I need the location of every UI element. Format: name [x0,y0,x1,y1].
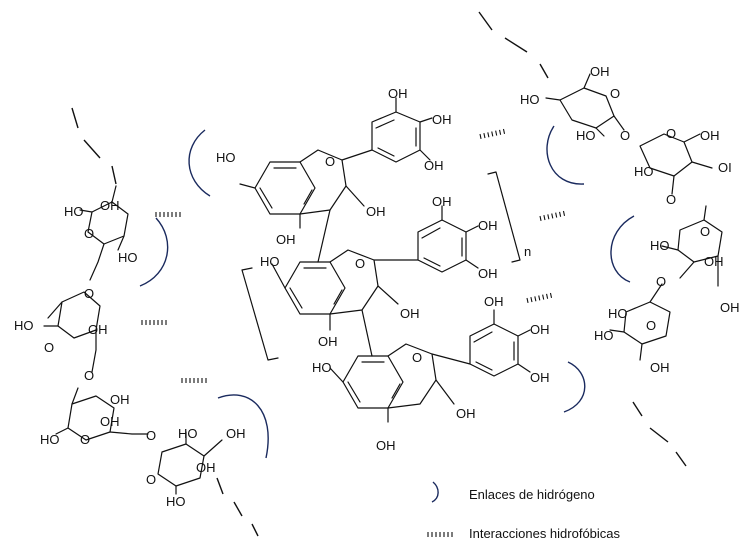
glycosidic-oxygen-label: O [146,428,156,443]
hydrogen-bond-arcs [139,125,635,459]
hydroxyl-label: OH [196,460,216,475]
hydroxyl-label: HO [576,128,596,143]
hydroxyl-label: OH [650,360,670,375]
hydroxyl-label: HO [520,92,540,107]
hydroxyl-label: OH [478,266,498,281]
hydrophobic-mark [479,128,506,140]
hydroxyl-label: OH [100,198,120,213]
hydroxyl-label: OH [88,322,108,337]
hydroxyl-label-clipped: OI [718,160,732,175]
left-polysaccharide-labels: HO OH O HO O HO OH O O OH OH HO O O HO O… [14,198,246,509]
ring-oxygen-label: O [355,256,365,271]
hydroxyl-label: OH [366,204,386,219]
hydrophobic-mark [526,292,553,304]
hydroxyl-label: OH [388,86,408,101]
legend-hydrophobic-symbol [427,532,453,537]
legend: Enlaces de hidrógeno Interacciones hidro… [427,481,621,541]
repeat-brackets: n [241,171,531,361]
hydroxyl-label: HO [40,432,60,447]
hydroxyl-label: OH [704,254,724,269]
glycosidic-oxygen-label: O [84,286,94,301]
hydroxyl-label: OH [484,294,504,309]
hydroxyl-label: OH [400,306,420,321]
hydroxyl-label: HO [608,306,628,321]
ring-oxygen-label: O [610,86,620,101]
legend-hydrogen-bonds-label: Enlaces de hidrógeno [469,487,595,502]
hydrophobic-mark [181,378,207,383]
hydroxyl-label: OH [100,414,120,429]
hydroxyl-label: OH [590,64,610,79]
hydroxyl-label: HO [64,204,84,219]
hydroxyl-label: OH [530,370,550,385]
ring-oxygen-label: O [84,226,94,241]
hydroxyl-label: OH [376,438,396,453]
hydroxyl-label: HO [14,318,34,333]
hydroxyl-label: OH [432,194,452,209]
hydroxyl-label: OH [318,334,338,349]
hydroxyl-label: OH [432,112,452,127]
hydroxyl-label: OH [700,128,720,143]
glycosidic-oxygen-label: O [666,192,676,207]
hydroxyl-label: HO [178,426,198,441]
hydrophobic-mark [155,212,181,217]
legend-hydrophobic-label: Interacciones hidrofóbicas [469,526,621,541]
dashed-chain-segments [71,11,687,537]
hydroxyl-label: HO [118,250,138,265]
left-polysaccharide [43,185,223,495]
ring-oxygen-label: O [412,350,422,365]
repeat-count-label: n [524,244,531,259]
hydrophobic-mark [141,320,167,325]
hydroxyl-label: HO [166,494,186,509]
ring-oxygen-label: O [666,126,676,141]
hydroxyl-label: HO [650,238,670,253]
hydroxyl-label: OH [478,218,498,233]
hydroxyl-label: OH [276,232,296,247]
right-polysaccharide-labels: OH HO O HO O O OH HO OI O O HO OH O OH H… [520,64,740,375]
ring-oxygen-label: O [646,318,656,333]
legend-hydrogen-bond-symbol [431,481,439,503]
hydroxyl-label: OH [720,300,740,315]
glycosidic-oxygen-label: O [656,274,666,289]
hydroxyl-label: OH [456,406,476,421]
hydrophobic-mark [539,210,566,222]
ring-oxygen-label: O [44,340,54,355]
hydroxyl-label: HO [594,328,614,343]
ring-oxygen-label: O [325,154,335,169]
glycosidic-oxygen-label: O [84,368,94,383]
hydroxyl-label: OH [424,158,444,173]
hydroxyl-label: HO [260,254,280,269]
ring-oxygen-label: O [146,472,156,487]
glycosidic-oxygen-label: O [620,128,630,143]
hydroxyl-label: OH [110,392,130,407]
hydroxyl-label: HO [634,164,654,179]
ring-oxygen-label: O [700,224,710,239]
procyanidin-trimer [239,97,531,423]
hydroxyl-label: HO [216,150,236,165]
procyanidin-labels: HO O OH OH OH OH OH HO O OH OH OH OH OH … [216,86,550,453]
hydroxyl-label: OH [226,426,246,441]
ring-oxygen-label: O [80,432,90,447]
hydrophobic-interaction-marks [141,128,566,383]
hydroxyl-label: HO [312,360,332,375]
right-polysaccharide [545,73,723,361]
hydroxyl-label: OH [530,322,550,337]
